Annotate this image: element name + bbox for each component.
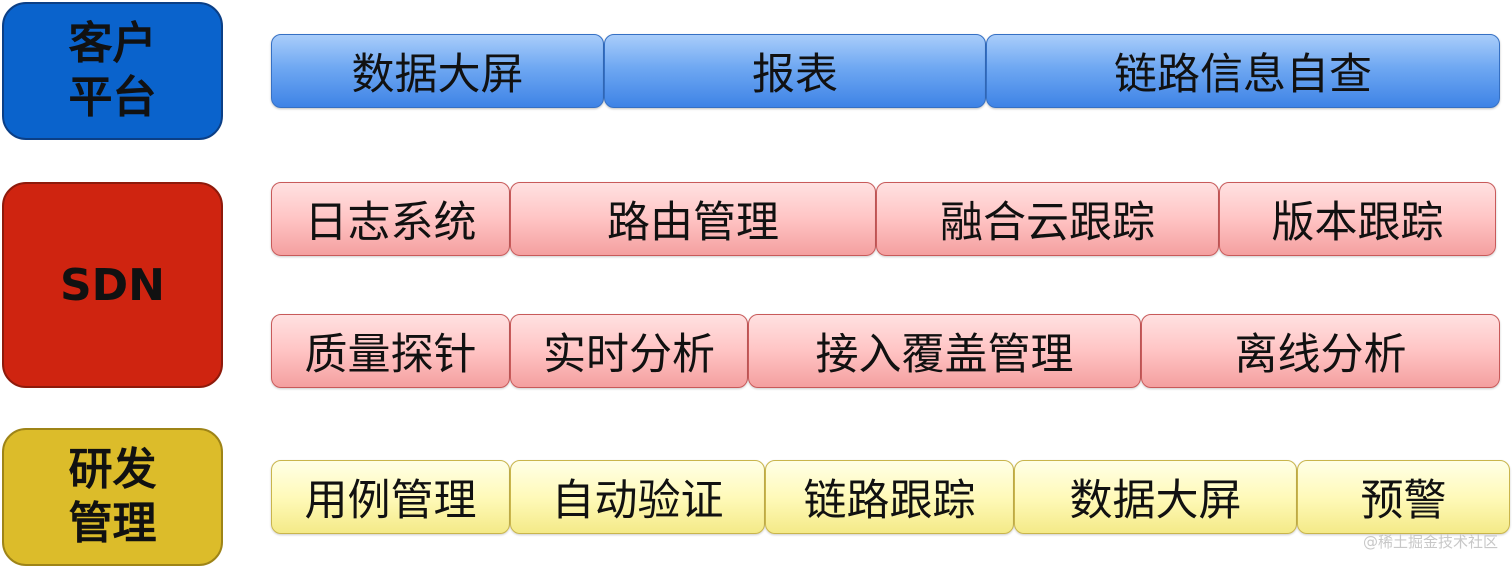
row-label-customer-platform: 客户 平台 [2,2,223,140]
item-data-screen-rd: 数据大屏 [1014,460,1297,534]
item-route-management: 路由管理 [510,182,876,256]
item-access-coverage-management: 接入覆盖管理 [748,314,1141,388]
item-data-screen: 数据大屏 [271,34,604,108]
row-label-sdn: SDN [2,182,223,388]
item-offline-analysis: 离线分析 [1141,314,1500,388]
item-case-management: 用例管理 [271,460,510,534]
item-link-tracking: 链路跟踪 [765,460,1014,534]
item-report: 报表 [604,34,986,108]
item-version-tracking: 版本跟踪 [1219,182,1496,256]
item-alert: 预警 [1297,460,1510,534]
item-fusion-cloud-tracking: 融合云跟踪 [876,182,1219,256]
item-link-self-check: 链路信息自查 [986,34,1500,108]
item-realtime-analysis: 实时分析 [510,314,748,388]
watermark: @稀土掘金技术社区 [1362,533,1498,551]
item-log-system: 日志系统 [271,182,510,256]
row-label-rd-management: 研发 管理 [2,428,223,566]
item-quality-probe: 质量探针 [271,314,510,388]
item-auto-verification: 自动验证 [510,460,765,534]
